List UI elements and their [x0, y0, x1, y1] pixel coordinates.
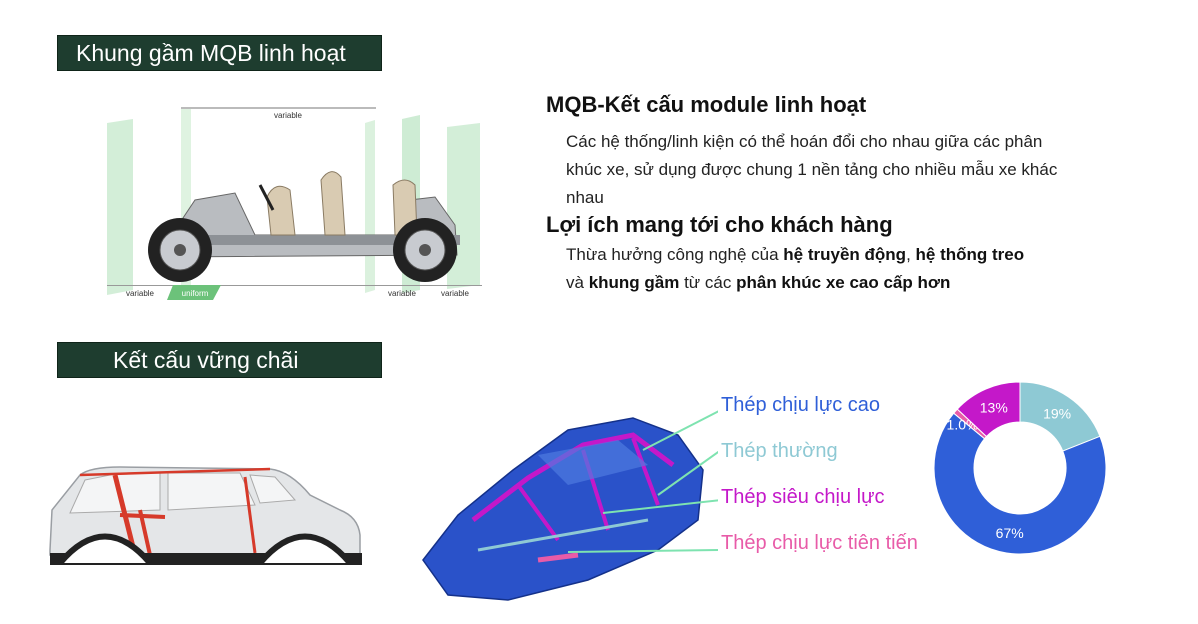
benefit-text-1: Thừa hưởng công nghệ của — [566, 245, 784, 264]
label-uniform: uniform — [182, 289, 209, 298]
uniform-zone — [167, 285, 221, 300]
benefit-text-2: , — [906, 245, 916, 264]
benefit-chassis: khung gầm — [588, 273, 680, 292]
legend-advanced-high-strength-steel: Thép chịu lực tiên tiến — [721, 532, 918, 554]
benefit-premium-segments: phân khúc xe cao cấp hơn — [736, 273, 951, 292]
steel-composition-donut-chart: 19%67%1.0%13% — [933, 381, 1107, 555]
slice-high-strength-steel — [933, 412, 1107, 555]
label-variable-right2: variable — [441, 289, 470, 298]
mqb-platform-image: variable variable uniform variable varia… — [107, 107, 482, 300]
chassis-drawing — [148, 171, 460, 282]
label-variable-left: variable — [126, 289, 155, 298]
label-high-strength-steel: 67% — [996, 525, 1024, 541]
benefit-suspension: hệ thống treo — [915, 245, 1025, 264]
heading-customer-benefits: Lợi ích mang tới cho khách hàng — [546, 212, 893, 237]
legend-regular-steel: Thép thường — [721, 440, 838, 462]
suv-body-structure-image — [49, 466, 362, 565]
label-ultra-high-strength-steel: 13% — [980, 399, 1008, 415]
paragraph-customer-benefits: Thừa hưởng công nghệ của hệ truyền động,… — [566, 241, 1106, 297]
label-variable-right1: variable — [388, 289, 417, 298]
benefit-text-4: từ các — [679, 273, 737, 292]
slice-ultra-high-strength-steel — [956, 381, 1021, 438]
label-regular-steel: 19% — [1043, 405, 1071, 421]
section-tag-mqb: Khung gầm MQB linh hoạt — [57, 35, 382, 71]
paragraph-mqb-module: Các hệ thống/linh kiện có thể hoán đổi c… — [566, 132, 1058, 207]
label-variable-top: variable — [274, 111, 303, 120]
legend-ultra-high-strength-steel: Thép siêu chịu lực — [721, 486, 885, 508]
benefit-text-3: và — [566, 273, 589, 292]
body-in-white-image — [422, 410, 718, 601]
heading-mqb-module: MQB-Kết cấu module linh hoạt — [546, 92, 867, 117]
legend-high-strength-steel: Thép chịu lực cao — [721, 394, 881, 416]
benefit-powertrain: hệ truyền động — [783, 245, 907, 264]
section-tag-sturdy-structure: Kết cấu vững chãi — [57, 342, 382, 378]
